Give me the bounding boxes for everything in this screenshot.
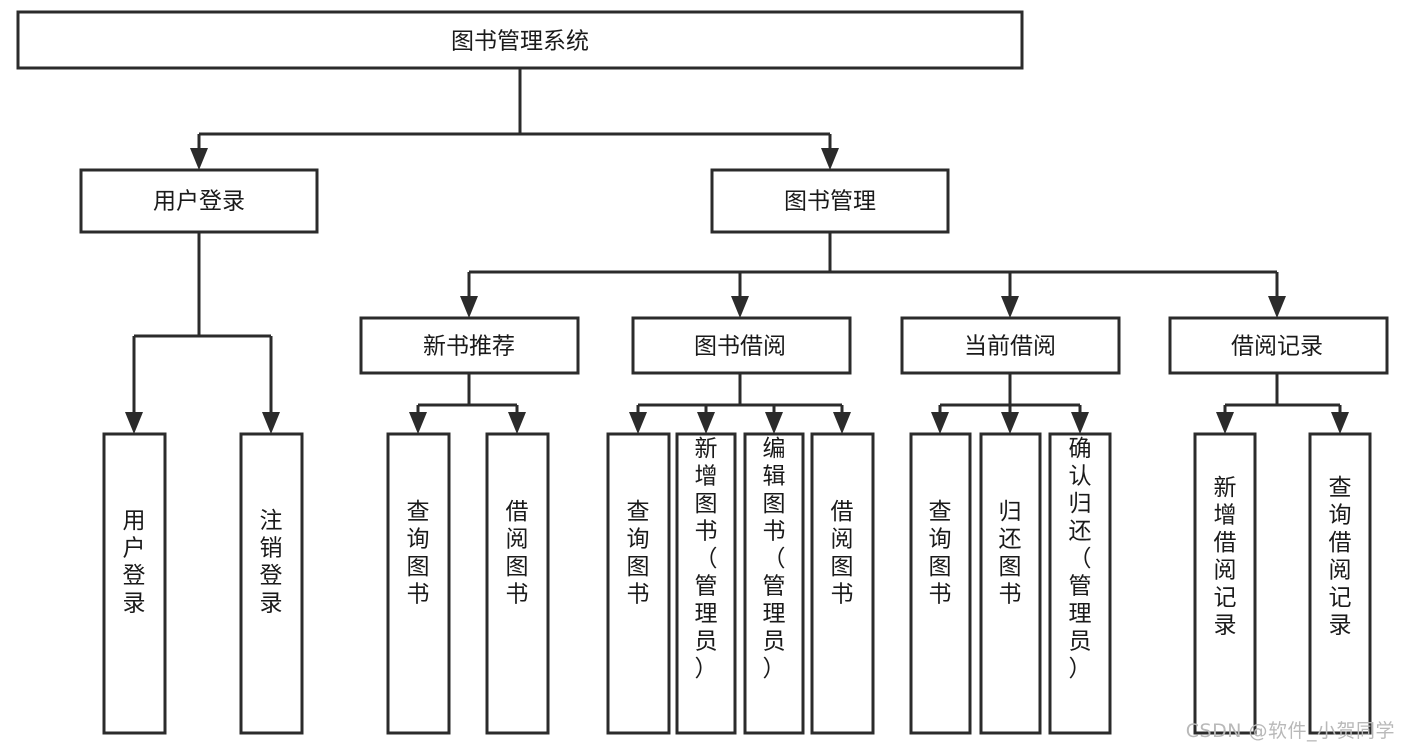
leaf-nb-query-book-label: 查询图书: [407, 499, 430, 608]
leaf-bb-borrow-book-label: 借阅图书: [831, 499, 854, 608]
leaf-nb-borrow-book-label: 借阅图书: [506, 499, 529, 608]
node-root[interactable]: 图书管理系统: [16, 10, 1024, 70]
node-borrow-record[interactable]: 借阅记录: [1168, 316, 1389, 375]
node-user-login[interactable]: 用户登录: [79, 168, 319, 234]
arrow-head-leaf-user-login: [125, 412, 143, 434]
leaf-br-add-record-label: 新增借阅记录: [1214, 475, 1237, 639]
leaf-nb-borrow-book-box[interactable]: [485, 432, 550, 735]
arrow-head-leaf-logout: [262, 412, 280, 434]
leaf-bb-add-book-label: 新增图书（管理员）: [695, 436, 718, 682]
leaf-cb-return-book-box[interactable]: [979, 432, 1042, 735]
leaf-bb-add-book[interactable]: 新增图书（管理员）: [675, 432, 737, 735]
node-root-label: 图书管理系统: [451, 29, 589, 55]
leaf-cb-return-book-label: 归还图书: [999, 499, 1022, 608]
node-book-manage-label: 图书管理: [784, 189, 876, 215]
arrow-head-new-book-recommend: [460, 296, 478, 318]
leaf-nb-query-book[interactable]: 查询图书: [386, 432, 451, 735]
leaf-cb-return-book[interactable]: 归还图书: [979, 432, 1042, 735]
arrow-head-leaf-nb-query-book: [409, 412, 427, 434]
node-current-borrow-box[interactable]: [900, 316, 1121, 375]
leaf-bb-add-book-box[interactable]: [675, 432, 737, 735]
arrow-head-leaf-cb-return-book: [1001, 412, 1019, 434]
node-borrow-record-box[interactable]: [1168, 316, 1389, 375]
node-book-borrow-label: 图书借阅: [694, 334, 786, 360]
leaf-br-query-record[interactable]: 查询借阅记录: [1308, 432, 1372, 735]
leaf-bb-borrow-book[interactable]: 借阅图书: [810, 432, 875, 735]
node-new-book-recommend-box[interactable]: [359, 316, 580, 375]
node-borrow-record-label: 借阅记录: [1231, 334, 1323, 360]
arrow-head-leaf-bb-add-book: [697, 412, 715, 434]
leaf-nb-borrow-book[interactable]: 借阅图书: [485, 432, 550, 735]
arrow-head-leaf-nb-borrow-book: [508, 412, 526, 434]
arrow-head-current-borrow: [1001, 296, 1019, 318]
node-new-book-recommend[interactable]: 新书推荐: [359, 316, 580, 375]
leaf-br-add-record[interactable]: 新增借阅记录: [1193, 432, 1257, 735]
node-book-manage-box[interactable]: [710, 168, 950, 234]
leaf-bb-edit-book-box[interactable]: [743, 432, 805, 735]
leaf-cb-confirm-return[interactable]: 确认归还（管理员）: [1048, 432, 1112, 735]
leaf-nb-query-book-box[interactable]: [386, 432, 451, 735]
leaf-br-add-record-box[interactable]: [1193, 432, 1257, 735]
arrow-head-leaf-cb-confirm-return: [1071, 412, 1089, 434]
node-book-manage[interactable]: 图书管理: [710, 168, 950, 234]
leaf-bb-query-book-box[interactable]: [606, 432, 671, 735]
leaf-bb-query-book[interactable]: 查询图书: [606, 432, 671, 735]
node-current-borrow-label: 当前借阅: [964, 334, 1056, 360]
arrow-head-book-manage: [821, 148, 839, 170]
arrow-head-leaf-br-add-record: [1216, 412, 1234, 434]
leaf-user-login[interactable]: 用户登录: [102, 432, 167, 735]
leaf-bb-query-book-label: 查询图书: [627, 499, 650, 608]
arrow-head-leaf-bb-edit-book: [765, 412, 783, 434]
leaf-bb-borrow-book-box[interactable]: [810, 432, 875, 735]
leaf-br-query-record-label: 查询借阅记录: [1329, 475, 1352, 639]
leaf-user-login-label: 用户登录: [123, 508, 146, 617]
arrow-head-leaf-bb-borrow-book: [833, 412, 851, 434]
leaf-cb-query-book-label: 查询图书: [929, 499, 952, 608]
leaf-br-query-record-box[interactable]: [1308, 432, 1372, 735]
arrow-head-borrow-record: [1268, 296, 1286, 318]
leaf-logout[interactable]: 注销登录: [239, 432, 304, 735]
arrow-head-leaf-bb-query-book: [629, 412, 647, 434]
node-book-borrow-box[interactable]: [631, 316, 852, 375]
leaf-bb-edit-book[interactable]: 编辑图书（管理员）: [743, 432, 805, 735]
node-user-login-box[interactable]: [79, 168, 319, 234]
leaf-cb-confirm-return-box[interactable]: [1048, 432, 1112, 735]
leaf-logout-box[interactable]: [239, 432, 304, 735]
leaf-cb-query-book[interactable]: 查询图书: [909, 432, 972, 735]
csdn-watermark: CSDN @软件_小贺同学: [1185, 720, 1395, 742]
arrow-head-book-borrow: [731, 296, 749, 318]
leaf-cb-query-book-box[interactable]: [909, 432, 972, 735]
leaf-bb-edit-book-label: 编辑图书（管理员）: [763, 436, 786, 682]
leaf-logout-label: 注销登录: [260, 508, 283, 617]
arrow-head-user-login: [190, 148, 208, 170]
arrow-head-leaf-br-query-record: [1331, 412, 1349, 434]
node-user-login-label: 用户登录: [153, 189, 245, 215]
node-current-borrow[interactable]: 当前借阅: [900, 316, 1121, 375]
node-root-box[interactable]: [16, 10, 1024, 70]
node-book-borrow[interactable]: 图书借阅: [631, 316, 852, 375]
node-new-book-recommend-label: 新书推荐: [423, 334, 515, 360]
connector-layer: [125, 68, 1349, 434]
leaf-cb-confirm-return-label: 确认归还（管理员）: [1069, 436, 1092, 682]
leaf-user-login-box[interactable]: [102, 432, 167, 735]
arrow-head-leaf-cb-query-book: [931, 412, 949, 434]
